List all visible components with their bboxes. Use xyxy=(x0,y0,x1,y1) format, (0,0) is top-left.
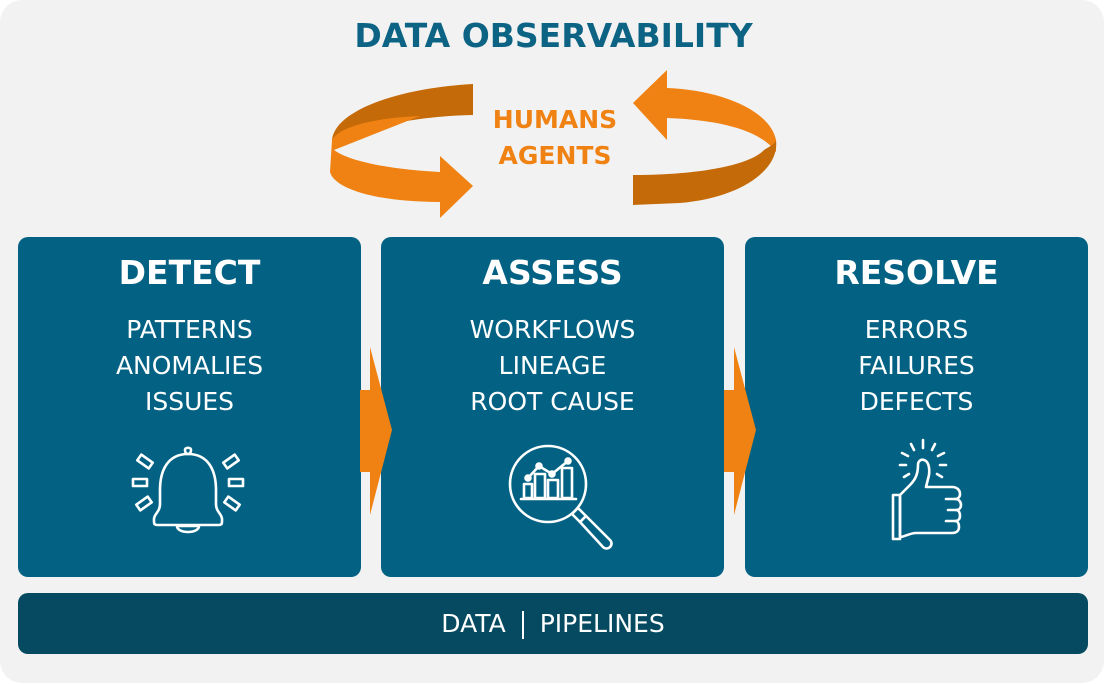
stage-item: ERRORS xyxy=(864,315,969,344)
flow-arrow-detect-to-assess xyxy=(360,347,392,515)
stage-title: RESOLVE xyxy=(834,253,999,292)
stage-card-resolve: RESOLVE ERRORS FAILURES DEFECTS xyxy=(745,237,1088,577)
stage-card-assess: ASSESS WORKFLOWS LINEAGE ROOT CAUSE xyxy=(381,237,724,577)
stage-title: ASSESS xyxy=(482,253,623,292)
stage-card-detect: DETECT PATTERNS ANOMALIES ISSUES xyxy=(18,237,361,577)
stage-item: ROOT CAUSE xyxy=(470,387,635,416)
magnifier-chart-icon xyxy=(508,444,613,550)
stage-items: PATTERNS ANOMALIES ISSUES xyxy=(18,312,361,420)
right-arrow-back-band xyxy=(633,140,777,205)
stage-item: LINEAGE xyxy=(498,351,607,380)
foundation-separator xyxy=(521,611,524,639)
stage-title: DETECT xyxy=(118,253,261,292)
stage-items: WORKFLOWS LINEAGE ROOT CAUSE xyxy=(381,312,724,420)
thumbs-up-icon xyxy=(891,438,963,541)
flow-arrow-assess-to-resolve xyxy=(724,347,756,515)
right-arrow-front-band xyxy=(633,70,776,152)
foundation-bar: DATA PIPELINES xyxy=(18,593,1088,654)
left-arrow-front-band xyxy=(330,116,473,218)
cycle-label-agents: AGENTS xyxy=(498,141,612,170)
circular-arrows-icon xyxy=(330,70,777,218)
alarm-bell-icon xyxy=(131,446,245,534)
cycle-label-humans: HUMANS xyxy=(492,105,618,134)
stage-item: ANOMALIES xyxy=(115,351,264,380)
stage-item: FAILURES xyxy=(858,351,975,380)
foundation-label-data: DATA xyxy=(441,609,506,638)
left-arrow-back-band xyxy=(332,84,473,148)
diagram-title: DATA OBSERVABILITY xyxy=(354,16,753,55)
stage-items: ERRORS FAILURES DEFECTS xyxy=(745,312,1088,420)
stage-item: ISSUES xyxy=(144,387,235,416)
stage-item: PATTERNS xyxy=(126,315,253,344)
stage-item: DEFECTS xyxy=(859,387,974,416)
stage-item: WORKFLOWS xyxy=(469,315,636,344)
foundation-label-pipelines: PIPELINES xyxy=(539,609,665,638)
